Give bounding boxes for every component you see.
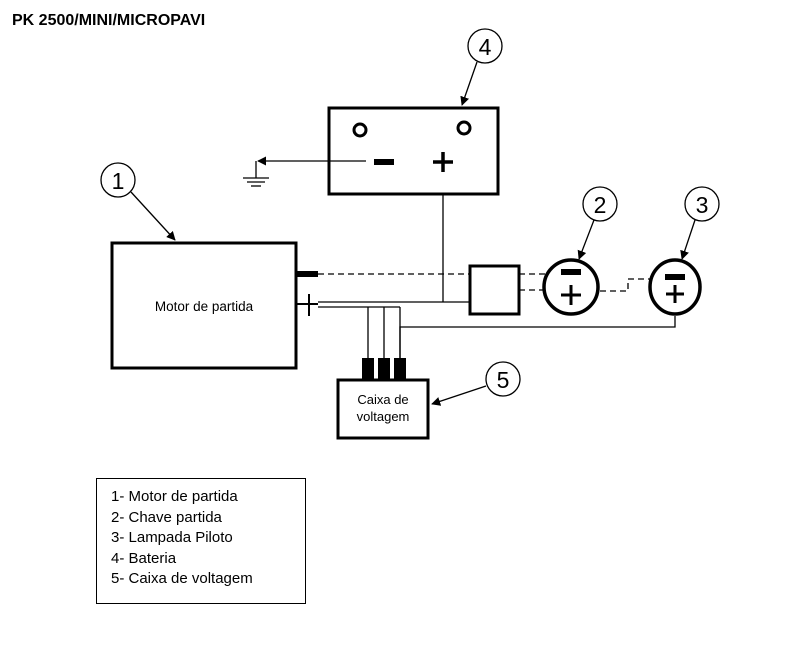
callout-number: 1	[112, 168, 125, 194]
page-title: PK 2500/MINI/MICROPAVI	[12, 12, 206, 29]
starter-motor: Motor de partida	[110, 241, 318, 370]
switch-negative-mark	[561, 269, 581, 275]
ground-symbol-icon	[243, 156, 366, 187]
callout-number: 3	[696, 192, 709, 218]
battery-positive-mark	[433, 152, 453, 172]
pilot-lamp	[648, 258, 702, 316]
legend-item: 4- Bateria	[111, 549, 177, 567]
voltage-box-label-line2: voltagem	[357, 409, 410, 424]
callout-4: 4	[460, 28, 503, 106]
callout-number: 2	[594, 192, 607, 218]
battery	[327, 106, 500, 196]
start-switch	[542, 258, 600, 316]
legend-item: 1- Motor de partida	[111, 488, 238, 505]
callout-number: 4	[479, 34, 492, 60]
lamp-positive-mark	[666, 285, 684, 303]
lamp-negative-mark	[665, 274, 685, 280]
callout-1: 1	[100, 162, 176, 241]
legend-item: 3- Lampada Piloto	[111, 529, 233, 546]
voltage-box-label-line1: Caixa de	[357, 392, 408, 407]
callout-number: 5	[497, 367, 510, 393]
relay-box	[468, 264, 521, 316]
battery-terminal-icon	[352, 122, 368, 138]
legend-box: 1- Motor de partida 2- Chave partida 3- …	[96, 478, 306, 604]
callout-2: 2	[577, 186, 618, 260]
battery-terminal-icon	[456, 120, 472, 136]
battery-negative-mark	[374, 159, 394, 165]
motor-label: Motor de partida	[155, 299, 254, 314]
callout-3: 3	[680, 186, 720, 260]
voltage-box: Caixa de voltagem	[336, 358, 430, 440]
switch-positive-mark	[561, 285, 581, 305]
legend-item: 2- Chave partida	[111, 508, 222, 526]
motor-negative-terminal	[296, 271, 318, 277]
legend-item: 5- Caixa de voltagem	[111, 570, 253, 587]
callout-5: 5	[431, 361, 521, 406]
